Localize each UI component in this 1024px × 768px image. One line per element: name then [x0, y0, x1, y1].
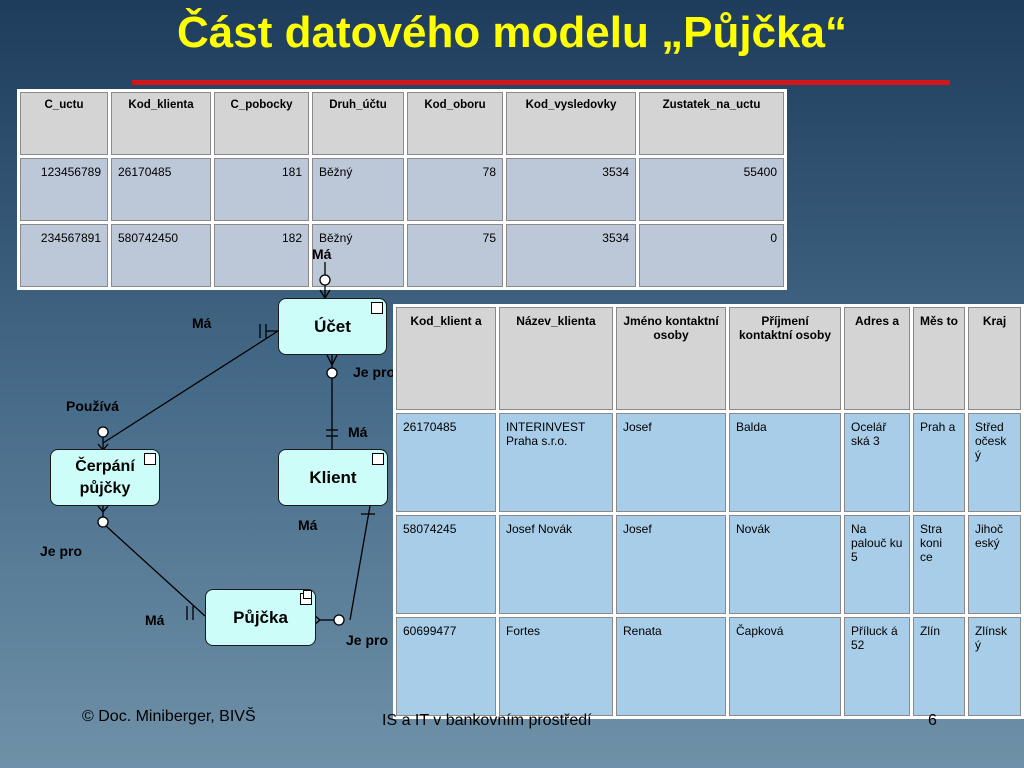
- table-header-row: C_uctu Kod_klienta C_pobocky Druh_účtu K…: [20, 92, 784, 155]
- relation-label: Je pro: [40, 543, 83, 559]
- table-cell: 55400: [639, 158, 784, 221]
- title-divider: [132, 80, 950, 85]
- table-cell: 26170485: [111, 158, 211, 221]
- footer-course: IS a IT v bankovním prostředí: [382, 712, 592, 729]
- entity-label: Klient: [309, 467, 357, 487]
- table-cell: Josef: [616, 413, 726, 512]
- page-number: 6: [928, 712, 937, 729]
- entity-label: Účet: [314, 316, 351, 336]
- table-cell: INTERINVEST Praha s.r.o.: [499, 413, 613, 512]
- relation-label: Má: [348, 424, 368, 440]
- table-cell: Balda: [729, 413, 841, 512]
- table-cell: 75: [407, 224, 503, 287]
- table-cell: 580742450: [111, 224, 211, 287]
- relation-label: Je pro: [353, 364, 396, 380]
- relation-label: Má: [145, 612, 165, 628]
- table-cell: 60699477: [396, 617, 496, 716]
- table-cell: Zlínsk ý: [968, 617, 1021, 716]
- column-header: Název_klienta: [499, 307, 613, 410]
- table-cell: Prah a: [913, 413, 965, 512]
- table-cell: 3534: [506, 224, 636, 287]
- column-header: Druh_účtu: [312, 92, 404, 155]
- column-header: Jméno kontaktní osoby: [616, 307, 726, 410]
- table-cell: 181: [214, 158, 309, 221]
- table-row: 26170485 INTERINVEST Praha s.r.o. Josef …: [396, 413, 1021, 512]
- table-cell: 58074245: [396, 515, 496, 614]
- entity-single-icon: [372, 453, 384, 465]
- relation-label: Používá: [66, 398, 119, 414]
- table-cell: Čapková: [729, 617, 841, 716]
- table-cell: 123456789: [20, 158, 108, 221]
- table-cell: Josef Novák: [499, 515, 613, 614]
- column-header: Příjmení kontaktní osoby: [729, 307, 841, 410]
- klient-table: Kod_klient a Název_klienta Jméno kontakt…: [393, 304, 1024, 719]
- entity-klient[interactable]: Klient: [278, 449, 388, 506]
- relation-label: Má: [192, 315, 212, 331]
- table-cell: Renata: [616, 617, 726, 716]
- table-row: 60699477 Fortes Renata Čapková Příluck á…: [396, 617, 1021, 716]
- entity-single-icon: [144, 453, 156, 465]
- ucet-table: C_uctu Kod_klienta C_pobocky Druh_účtu K…: [17, 89, 787, 290]
- table-row: 58074245 Josef Novák Josef Novák Na palo…: [396, 515, 1021, 614]
- relation-label: Je pro: [346, 632, 389, 648]
- column-header: Kod_oboru: [407, 92, 503, 155]
- page-title: Část datového modelu „Půjčka“: [177, 8, 847, 57]
- table-cell: Střed očesk ý: [968, 413, 1021, 512]
- column-header: Adres a: [844, 307, 910, 410]
- column-header: Kod_klienta: [111, 92, 211, 155]
- table-cell: Novák: [729, 515, 841, 614]
- table-row: 234567891 580742450 182 Běžný 75 3534 0: [20, 224, 784, 287]
- table-cell: Jihoč eský: [968, 515, 1021, 614]
- entity-label: Čerpání půjčky: [75, 457, 135, 497]
- column-header: C_pobocky: [214, 92, 309, 155]
- entity-multiple-icon: [300, 590, 312, 605]
- column-header: Zustatek_na_uctu: [639, 92, 784, 155]
- table-cell: 234567891: [20, 224, 108, 287]
- column-header: Kod_klient a: [396, 307, 496, 410]
- table-cell: Ocelář ská 3: [844, 413, 910, 512]
- table-cell: Fortes: [499, 617, 613, 716]
- entity-cerpani-pujcky[interactable]: Čerpání půjčky: [50, 449, 160, 506]
- footer-author: © Doc. Miniberger, BIVŠ: [82, 708, 256, 725]
- table-cell: 78: [407, 158, 503, 221]
- table-cell: 0: [639, 224, 784, 287]
- entity-pujcka[interactable]: Půjčka: [205, 589, 316, 646]
- relation-label: Má: [312, 246, 332, 262]
- table-cell: 26170485: [396, 413, 496, 512]
- table-cell: 3534: [506, 158, 636, 221]
- column-header: Měs to: [913, 307, 965, 410]
- column-header: Kraj: [968, 307, 1021, 410]
- entity-ucet[interactable]: Účet: [278, 298, 387, 355]
- column-header: C_uctu: [20, 92, 108, 155]
- entity-single-icon: [371, 302, 383, 314]
- table-header-row: Kod_klient a Název_klienta Jméno kontakt…: [396, 307, 1021, 410]
- table-cell: Na palouč ku 5: [844, 515, 910, 614]
- table-cell: Příluck á 52: [844, 617, 910, 716]
- table-cell: Stra koni ce: [913, 515, 965, 614]
- relation-label: Má: [298, 517, 318, 533]
- table-cell: Zlín: [913, 617, 965, 716]
- table-cell: 182: [214, 224, 309, 287]
- table-cell: Běžný: [312, 158, 404, 221]
- entity-label: Půjčka: [233, 607, 288, 627]
- table-row: 123456789 26170485 181 Běžný 78 3534 554…: [20, 158, 784, 221]
- column-header: Kod_vysledovky: [506, 92, 636, 155]
- table-cell: Josef: [616, 515, 726, 614]
